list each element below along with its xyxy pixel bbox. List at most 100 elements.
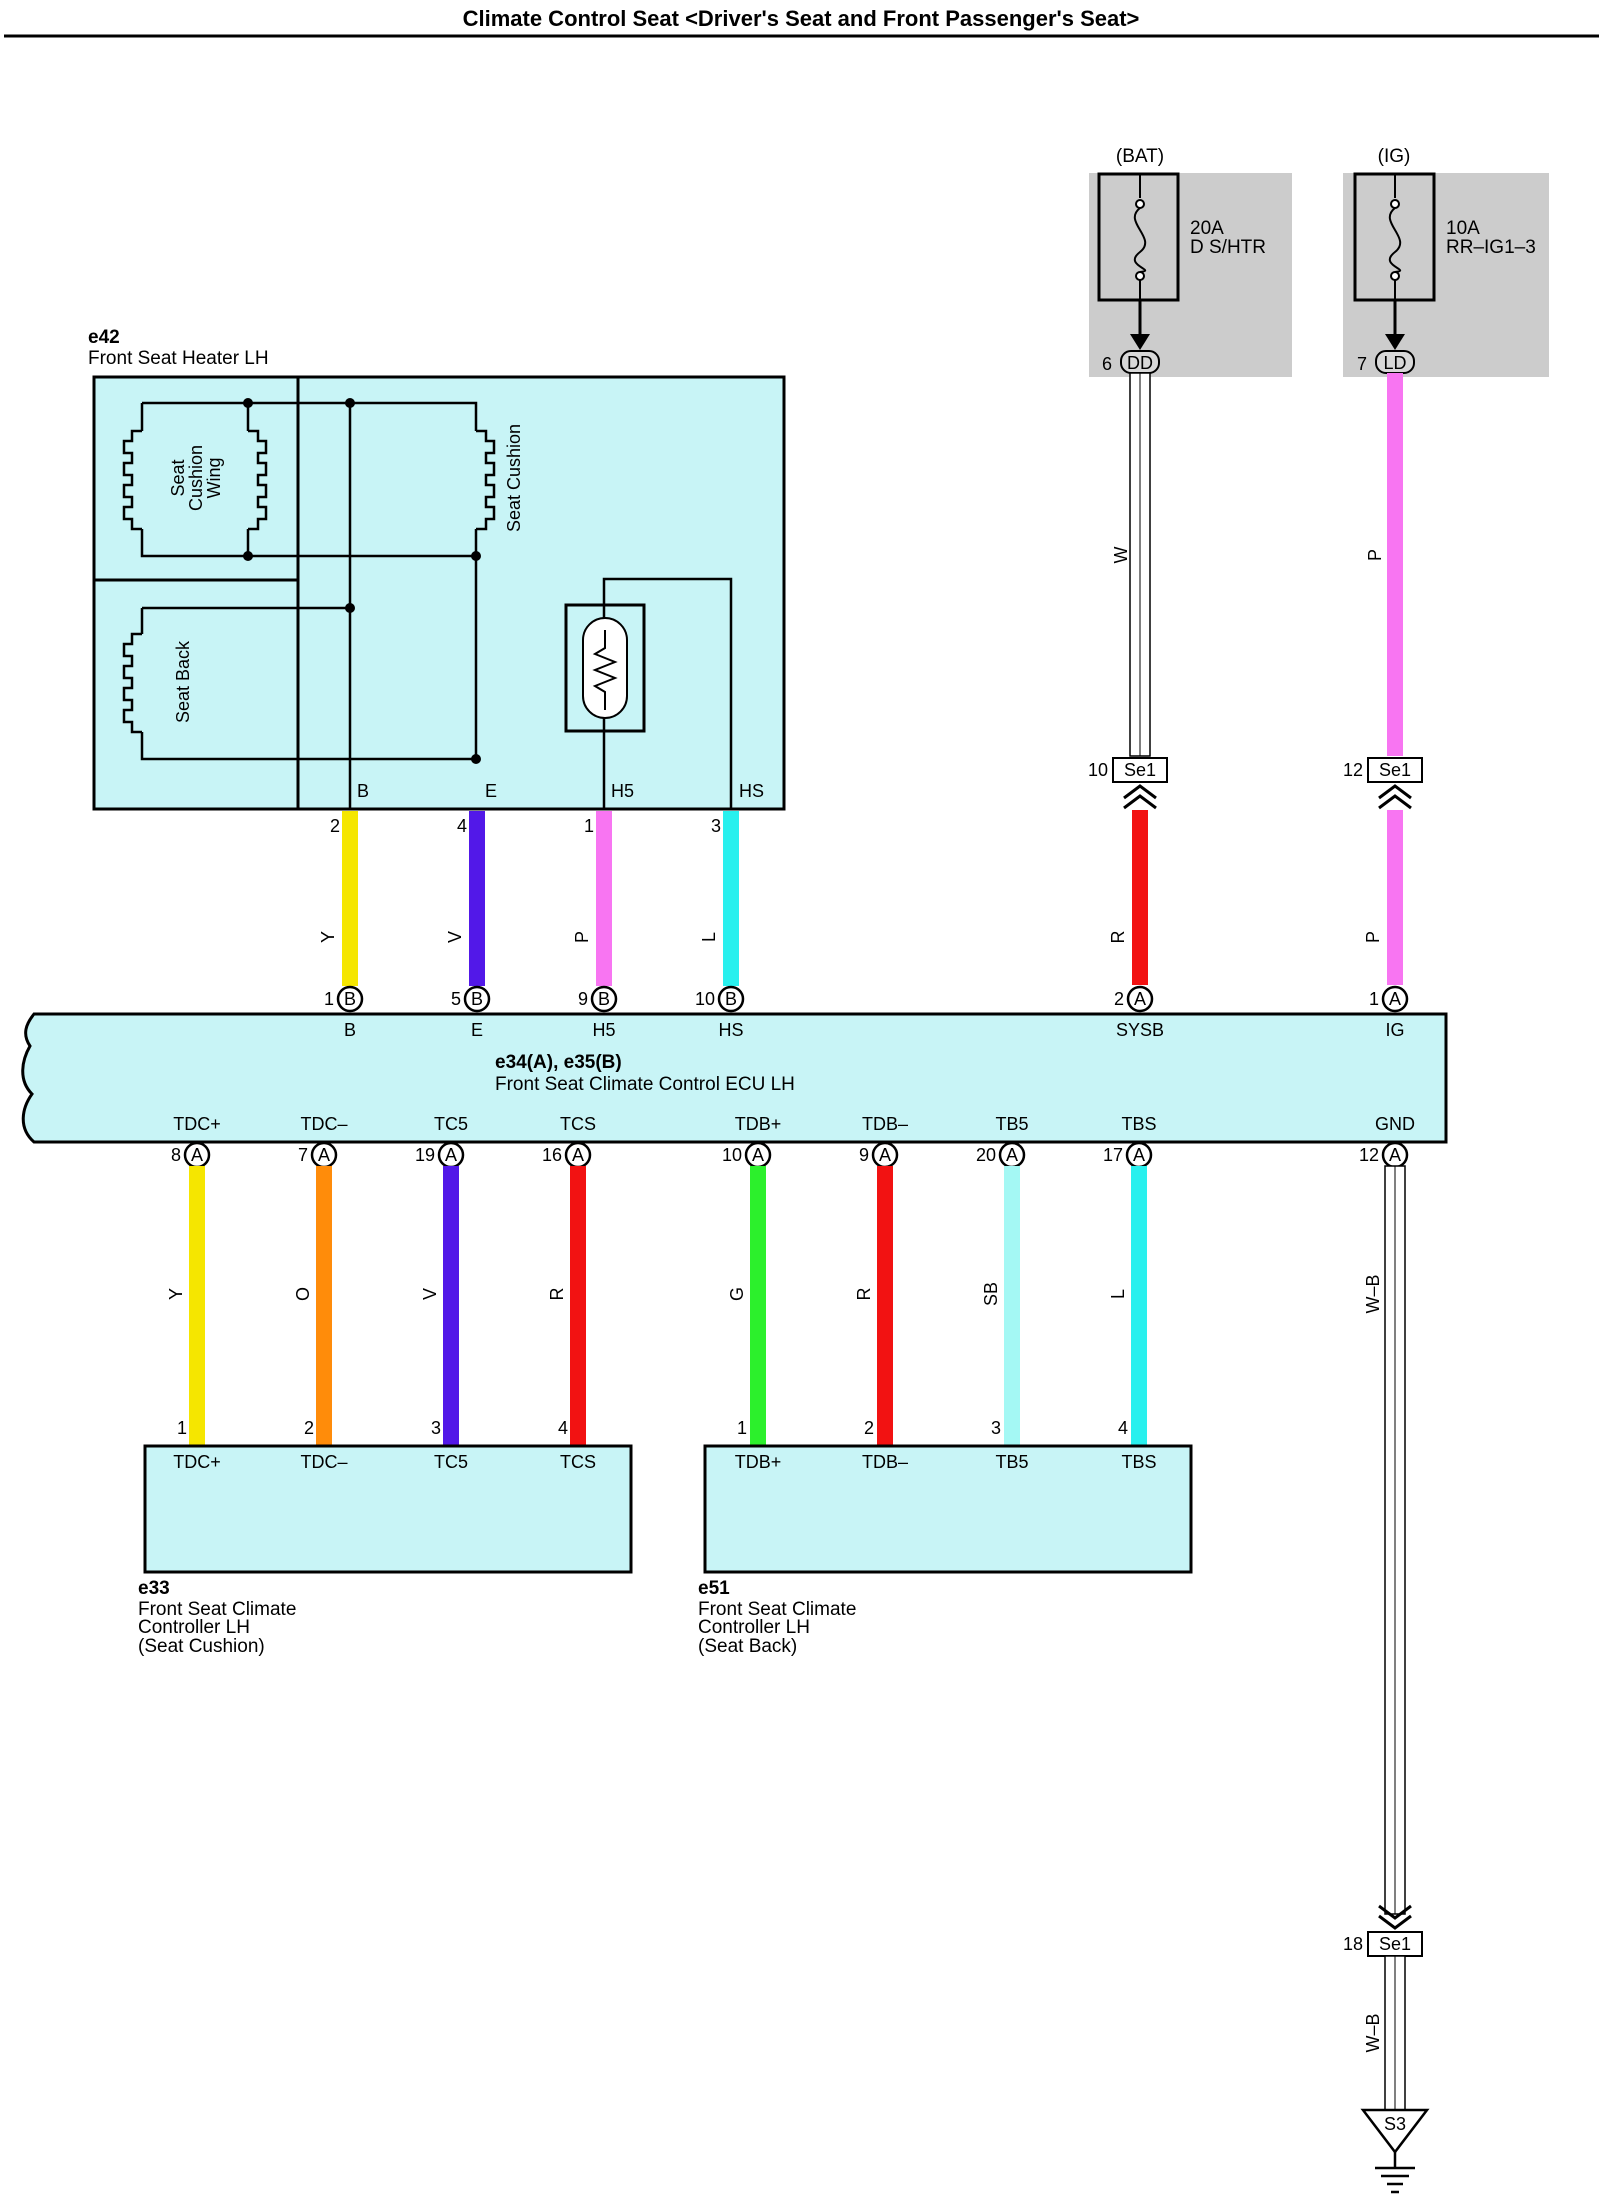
ecu-bottom-pin-number: 12	[1359, 1145, 1379, 1165]
svg-text:TDB+: TDB+	[735, 1452, 782, 1472]
svg-text:(Seat Back): (Seat Back)	[698, 1636, 797, 1657]
ecu-top-pin-label: E	[471, 1020, 483, 1040]
svg-text:W: W	[1111, 547, 1131, 564]
ecu-bottom-pin-conn: A	[572, 1145, 584, 1165]
ecu-bottom-pin-conn: A	[752, 1145, 764, 1165]
svg-text:H5: H5	[611, 781, 634, 801]
svg-text:L: L	[1108, 1289, 1128, 1299]
svg-text:P: P	[1363, 931, 1383, 943]
svg-text:1: 1	[584, 816, 594, 836]
svg-text:L: L	[699, 932, 719, 942]
heater-element-icon	[122, 429, 142, 531]
fuse-ig-source: (IG)	[1378, 146, 1411, 167]
wire-bat-w: W	[1111, 372, 1151, 757]
svg-text:Se1: Se1	[1124, 760, 1156, 780]
svg-text:HS: HS	[739, 781, 764, 801]
fuse-bat-pin: 6	[1102, 354, 1112, 374]
ecu-bottom-pin-label: TDC–	[300, 1114, 347, 1134]
svg-text:Controller LH: Controller LH	[698, 1617, 810, 1638]
fuse-bat-name: D S/HTR	[1190, 237, 1266, 258]
svg-text:O: O	[293, 1287, 313, 1301]
svg-text:Se1: Se1	[1379, 1934, 1411, 1954]
wire-sysb-r: R	[1108, 810, 1148, 985]
fuse-ig-icon	[1388, 207, 1402, 273]
ecu-top-pin-1: B5E	[451, 985, 491, 1040]
heater-name: Front Seat Heater LH	[88, 348, 269, 369]
heater-code: e42	[88, 327, 120, 348]
wire-gnd-wb: W–B 18 Se1 W–B	[1343, 1165, 1423, 2111]
ecu-bottom-pin-label: TC5	[434, 1114, 468, 1134]
svg-text:R: R	[547, 1288, 567, 1301]
ecu-bottom-pin-number: 17	[1103, 1145, 1123, 1165]
junction-se1-bat: 10 Se1	[1088, 757, 1168, 810]
svg-text:P: P	[1365, 549, 1385, 561]
ecu-top-pin-label: IG	[1385, 1020, 1404, 1040]
svg-text:e51: e51	[698, 1578, 730, 1599]
ecu-bottom-pin-3: A 16 TCS	[542, 1114, 596, 1169]
heater-e42: e42 Front Seat Heater LH	[88, 327, 786, 811]
label-seat-back: Seat Back	[173, 640, 193, 723]
svg-text:Y: Y	[166, 1288, 186, 1300]
svg-text:TBS: TBS	[1121, 1452, 1156, 1472]
fuse-ig: (IG) 10A RR–IG1–3 7 LD	[1343, 146, 1549, 377]
svg-text:TC5: TC5	[434, 1452, 468, 1472]
svg-text:2: 2	[304, 1418, 314, 1438]
svg-text:10: 10	[1088, 760, 1108, 780]
svg-text:Y: Y	[318, 931, 338, 943]
svg-text:E: E	[485, 781, 497, 801]
ecu-top-pin-number: 9	[578, 989, 588, 1009]
svg-text:e33: e33	[138, 1578, 170, 1599]
svg-text:V: V	[445, 931, 465, 943]
svg-text:TDC+: TDC+	[173, 1452, 221, 1472]
arrow-down-icon	[1130, 334, 1150, 350]
diagram-title: Climate Control Seat <Driver's Seat and …	[463, 6, 1140, 31]
ecu-bottom-pin-label: TCS	[560, 1114, 596, 1134]
ecu-bottom-pin-label: GND	[1375, 1114, 1415, 1134]
ecu-name: Front Seat Climate Control ECU LH	[495, 1074, 795, 1095]
fuse-ig-pin: 7	[1357, 354, 1367, 374]
ecu-top-pin-0: B1B	[324, 985, 364, 1040]
svg-text:Se1: Se1	[1379, 760, 1411, 780]
ecu-bottom-pin-conn: A	[1389, 1145, 1401, 1165]
ecu-bottom-pin-label: TDB+	[735, 1114, 782, 1134]
ecu-bottom-pin-conn: A	[1006, 1145, 1018, 1165]
ecu-bottom-pin-number: 16	[542, 1145, 562, 1165]
ecu-top-pin-conn: B	[725, 989, 737, 1009]
fuse-bat-rating: 20A	[1190, 218, 1224, 239]
junction-se1-ig: 12 Se1	[1343, 757, 1423, 810]
ecu-top-pin-label: B	[344, 1020, 356, 1040]
svg-text:18: 18	[1343, 1934, 1363, 1954]
svg-text:Front Seat Climate: Front Seat Climate	[698, 1599, 856, 1620]
heater-element-icon	[248, 429, 268, 531]
fuse-bat-icon	[1133, 207, 1147, 273]
fuse-bat: (BAT) 20A D S/HTR 6 DD	[1089, 146, 1292, 377]
ecu-bottom-wires: Y O V R G R SB L	[166, 1166, 1147, 1446]
ecu-top-pin-number: 1	[324, 989, 334, 1009]
ground-icon	[1375, 2152, 1415, 2194]
svg-text:P: P	[572, 931, 592, 943]
ecu-top-pin-number: 5	[451, 989, 461, 1009]
ecu-bottom-pin-number: 7	[298, 1145, 308, 1165]
chevron-up-icon	[1378, 784, 1412, 810]
ecu-top-pin-conn: A	[1134, 989, 1146, 1009]
ecu-bottom-pin-label: TDC+	[173, 1114, 221, 1134]
wire-ig-p: P	[1365, 373, 1403, 756]
fuse-ig-connector: LD	[1383, 353, 1406, 373]
ecu-bottom-pin-number: 20	[976, 1145, 996, 1165]
chevron-up-icon	[1123, 784, 1157, 810]
ground-s3: S3	[1360, 2108, 1430, 2194]
ecu-top-pin-number: 10	[695, 989, 715, 1009]
ecu-bottom-pin-label: TBS	[1121, 1114, 1156, 1134]
svg-text:B: B	[357, 781, 369, 801]
controller-e33: 1 2 3 4 TDC+ TDC– TC5 TCS e33 Front Seat…	[138, 1418, 633, 1657]
label-seat-cushion: Seat Cushion	[504, 424, 524, 532]
ecu-top-pin-conn: B	[471, 989, 483, 1009]
